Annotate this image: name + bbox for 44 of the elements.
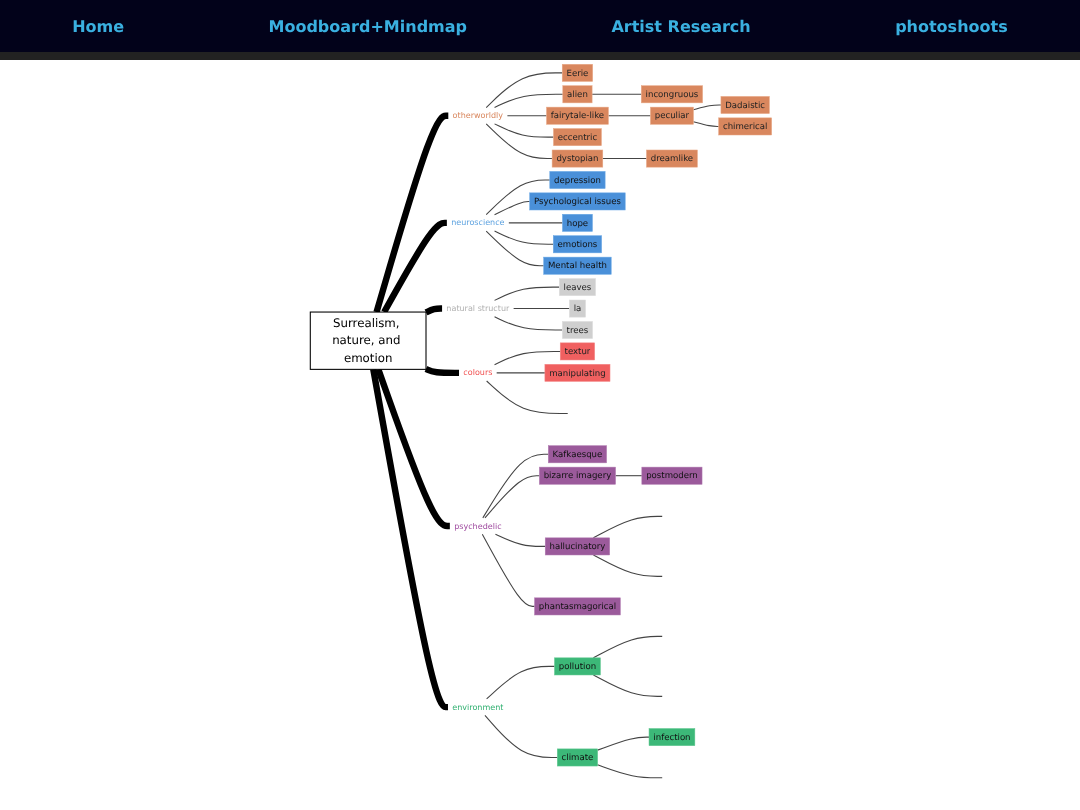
connector-line [691, 104, 721, 111]
nav-link: Moodboard+Mindmap [268, 17, 468, 35]
connector-line [493, 533, 545, 547]
connector-line [596, 736, 649, 751]
nav-link: Artist Research [611, 17, 751, 35]
connector-line [369, 368, 448, 711]
connector-line [484, 72, 562, 109]
connector-line [493, 286, 559, 301]
connector-line [481, 453, 548, 519]
nav-link: Home [72, 17, 125, 35]
connector-line [596, 764, 662, 779]
connector-line [484, 230, 544, 267]
connector-line [484, 123, 552, 160]
connector-line [374, 368, 450, 530]
connector-line [591, 674, 662, 697]
connector-line [380, 219, 447, 314]
connector-line [512, 308, 569, 310]
connector-line [484, 179, 550, 216]
connector-line [591, 554, 662, 577]
connector-line [493, 200, 530, 216]
connector-line [591, 635, 662, 659]
connector-line [601, 158, 647, 160]
connector-line [493, 93, 563, 109]
connector-line [493, 350, 560, 366]
connector-line [505, 115, 547, 117]
connector-line [423, 305, 443, 316]
connector-line [493, 123, 554, 138]
connector-line [507, 222, 563, 224]
connector-line [485, 380, 568, 415]
connector-line [493, 230, 553, 245]
connector-line [483, 714, 557, 758]
nav-link: photoshoots [895, 17, 1008, 35]
connector-line [483, 475, 539, 519]
connector-line [691, 121, 719, 127]
connector-line [614, 475, 642, 477]
connector-line [495, 372, 545, 374]
connector-line [423, 366, 459, 377]
connector-line [485, 665, 555, 700]
connector-line [372, 112, 449, 313]
connector-line [591, 515, 662, 539]
connector-line [493, 316, 562, 331]
connector-line [606, 115, 651, 117]
connector-line [590, 93, 641, 95]
connector-line [480, 533, 535, 607]
